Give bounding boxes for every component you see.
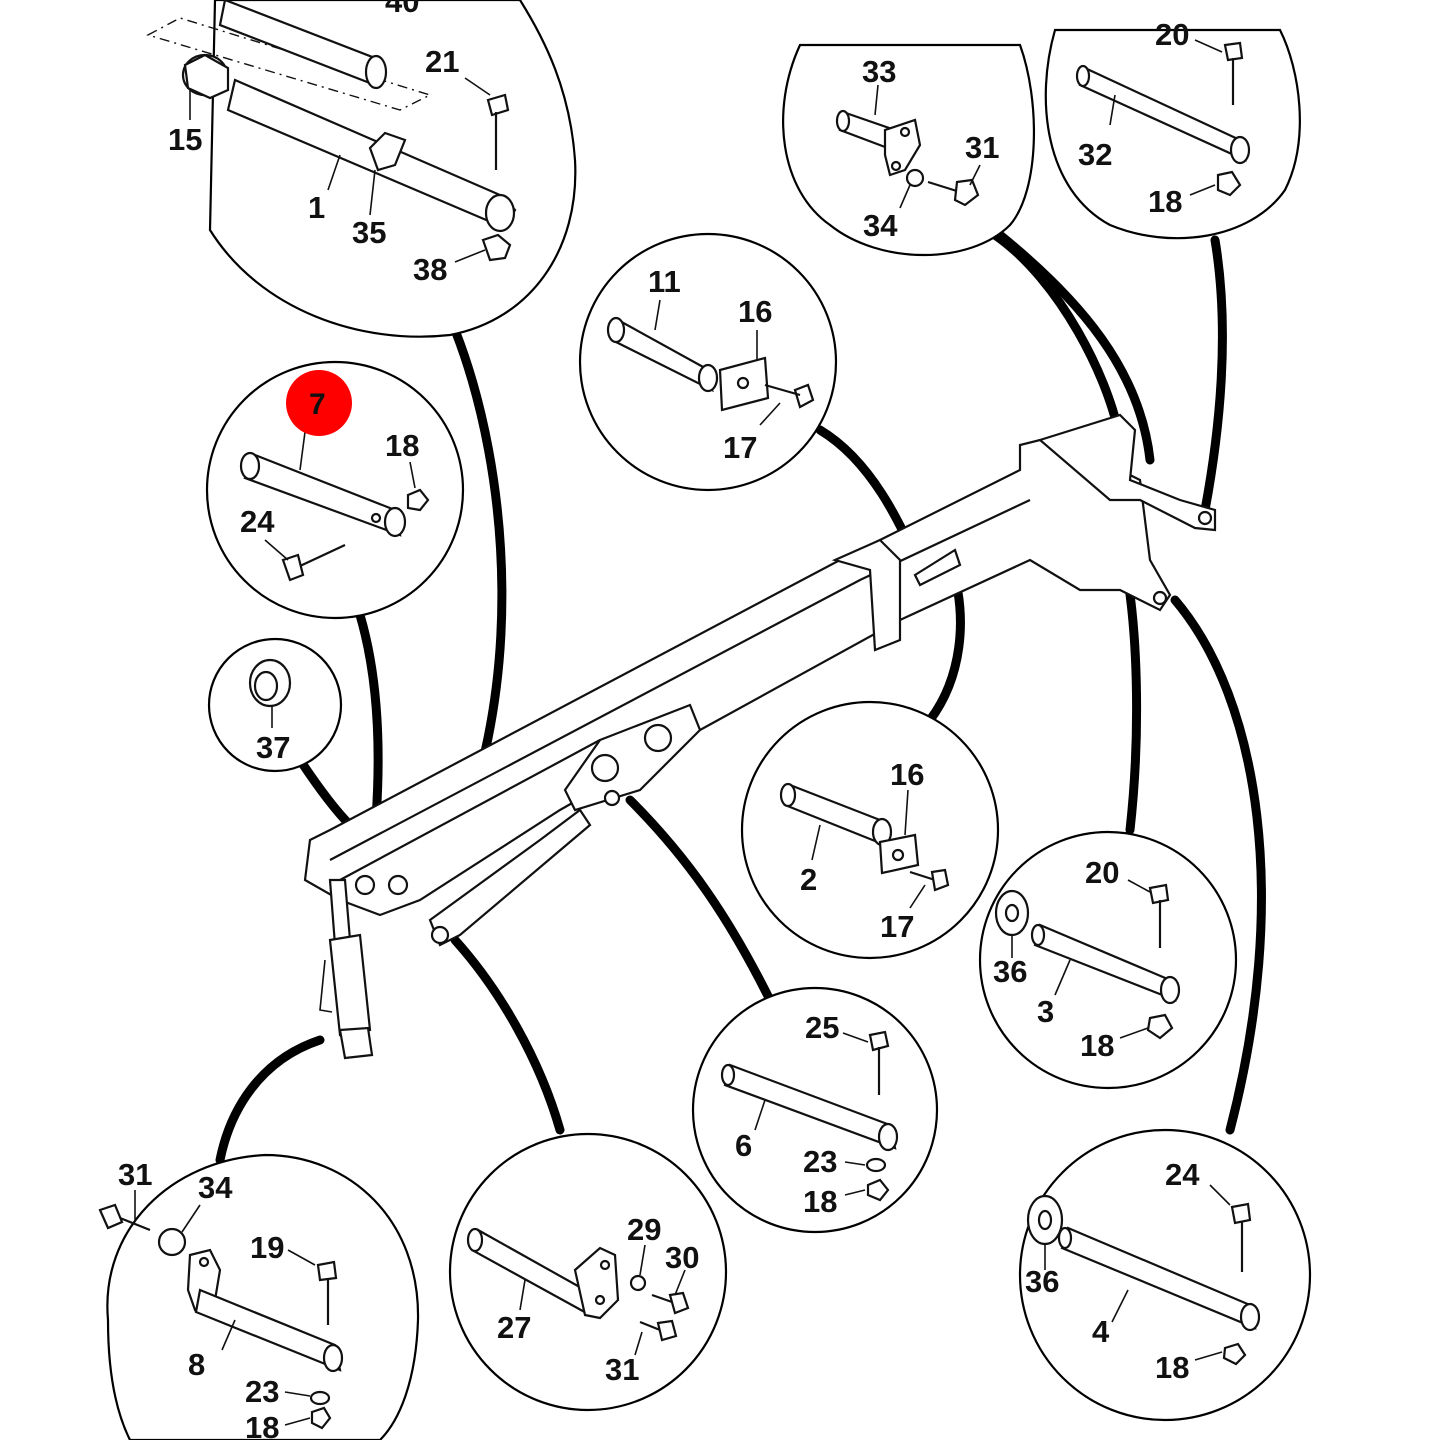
- callout-mid-b: 20 36 3 18: [978, 830, 1238, 1090]
- connector-leaders: [215, 230, 1266, 1165]
- callout-top-right-a: 33 31 34: [782, 43, 1036, 256]
- part-label: 30: [665, 1240, 699, 1275]
- part-label: 16: [890, 757, 924, 792]
- callout-highlighted: 7 18 24: [205, 360, 465, 620]
- callout-bottom-mid: 29 30 27 31: [448, 1132, 728, 1412]
- part-label: 18: [1148, 184, 1182, 219]
- part-label: 31: [118, 1157, 152, 1192]
- part-label: 6: [735, 1128, 752, 1163]
- part-label: 3: [1037, 994, 1054, 1029]
- part-label: 18: [1155, 1350, 1189, 1385]
- part-label: 40: [385, 0, 419, 19]
- part-label: 18: [245, 1410, 279, 1440]
- part-label: 8: [188, 1347, 205, 1382]
- callout-bushing: 37: [207, 637, 343, 773]
- callout-top-right-b: 20 32 18: [1044, 17, 1301, 240]
- part-label: 24: [1165, 1157, 1200, 1192]
- part-label: 19: [250, 1230, 284, 1265]
- callout-bottom-left: 31 34 19 8 23 18: [98, 1153, 420, 1440]
- boom-assembly: [303, 413, 1217, 1060]
- part-label: 35: [352, 215, 386, 250]
- part-label: 16: [738, 294, 772, 329]
- part-label: 32: [1078, 137, 1112, 172]
- part-label: 29: [627, 1212, 661, 1247]
- part-label: 18: [803, 1184, 837, 1219]
- part-label: 17: [880, 909, 914, 944]
- callout-top-left: 40 21 15 1 35 38: [146, 0, 577, 338]
- highlighted-part-label: 7: [309, 388, 326, 421]
- part-label: 37: [256, 730, 290, 765]
- part-label: 21: [425, 44, 459, 79]
- part-label: 15: [168, 122, 202, 157]
- callout-mid-c: 25 6 23 18: [691, 986, 939, 1234]
- part-label: 34: [198, 1170, 233, 1205]
- part-label: 31: [965, 130, 999, 165]
- part-label: 20: [1085, 855, 1119, 890]
- part-label: 4: [1092, 1314, 1110, 1349]
- part-label: 1: [308, 190, 325, 225]
- part-label: 18: [385, 428, 419, 463]
- callout-bottom-right: 24 36 4 18: [1018, 1128, 1312, 1422]
- highlight-marker: [286, 370, 352, 436]
- part-label: 38: [413, 252, 447, 287]
- part-label: 17: [723, 430, 757, 465]
- part-label: 2: [800, 862, 817, 897]
- part-label: 31: [605, 1352, 639, 1387]
- part-label: 11: [648, 264, 681, 299]
- part-label: 25: [805, 1010, 839, 1045]
- part-label: 27: [497, 1310, 531, 1345]
- part-label: 18: [1080, 1028, 1114, 1063]
- part-label: 36: [1025, 1264, 1059, 1299]
- part-label: 36: [993, 954, 1027, 989]
- callout-top-mid: 11 16 17: [578, 232, 838, 492]
- callout-mid-a: 16 2 17: [740, 700, 1000, 960]
- part-label: 23: [803, 1144, 837, 1179]
- part-label: 23: [245, 1374, 279, 1409]
- part-label: 33: [862, 54, 896, 89]
- part-label: 20: [1155, 17, 1189, 52]
- part-label: 24: [240, 504, 275, 539]
- part-label: 34: [863, 208, 898, 243]
